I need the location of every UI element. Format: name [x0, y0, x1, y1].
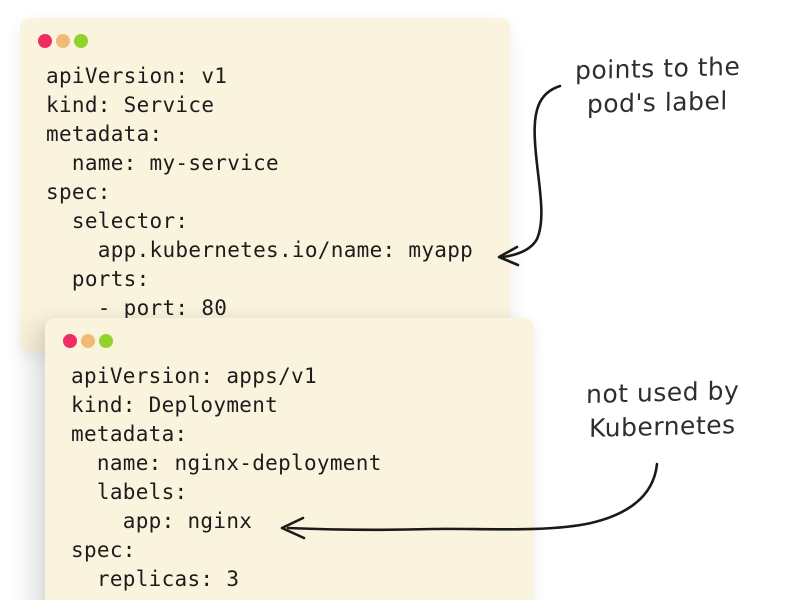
code-line: kind: Deployment — [71, 393, 279, 417]
code-line: apiVersion: v1 — [46, 64, 228, 88]
code-line: ports: — [46, 267, 150, 291]
annotation-pods-label: points to the pod's label — [545, 49, 771, 123]
code-line: metadata: — [46, 122, 163, 146]
code-line-label-target: app: nginx — [71, 509, 253, 533]
code-line: selector: — [46, 209, 189, 233]
code-line: apiVersion: apps/v1 — [71, 364, 317, 388]
zoom-button-icon[interactable] — [74, 34, 88, 48]
deployment-yaml-window: apiVersion: apps/v1 kind: Deployment met… — [45, 318, 534, 600]
close-button-icon[interactable] — [63, 334, 77, 348]
close-button-icon[interactable] — [38, 34, 52, 48]
annotation-line: points to the — [574, 51, 741, 86]
window-controls — [63, 334, 534, 348]
minimize-button-icon[interactable] — [56, 34, 70, 48]
code-line: - port: 80 — [46, 296, 228, 320]
annotation-line: Kubernetes — [588, 410, 736, 443]
code-line: kind: Service — [46, 93, 215, 117]
code-line: replicas: 3 — [71, 567, 240, 591]
annotation-line: pod's label — [586, 86, 728, 119]
code-line: spec: — [71, 538, 136, 562]
annotation-not-used: not used by Kubernetes — [550, 373, 776, 447]
code-line: labels: — [71, 480, 188, 504]
code-line: spec: — [46, 180, 111, 204]
code-line: name: nginx-deployment — [71, 451, 382, 475]
service-yaml-code: apiVersion: v1 kind: Service metadata: n… — [46, 62, 510, 323]
code-line: metadata: — [71, 422, 188, 446]
deployment-yaml-code: apiVersion: apps/v1 kind: Deployment met… — [71, 362, 534, 594]
zoom-button-icon[interactable] — [99, 334, 113, 348]
minimize-button-icon[interactable] — [81, 334, 95, 348]
window-controls — [38, 34, 510, 48]
code-line: name: my-service — [46, 151, 279, 175]
code-line-selector-target: app.kubernetes.io/name: myapp — [46, 238, 474, 262]
service-yaml-window: apiVersion: v1 kind: Service metadata: n… — [20, 18, 510, 352]
